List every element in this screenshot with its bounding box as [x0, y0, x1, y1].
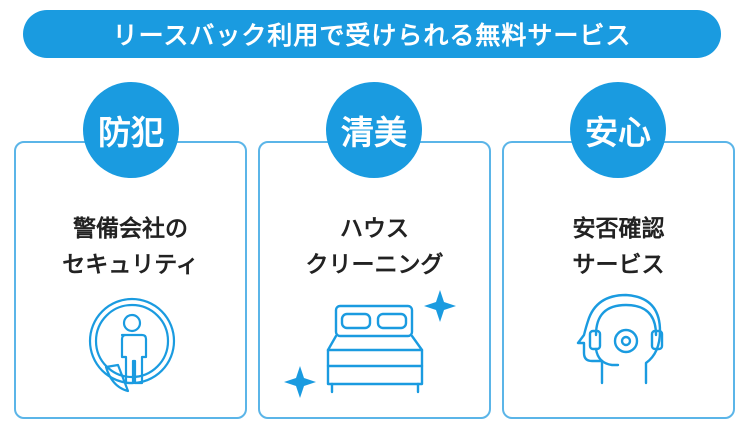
page-title: リースバック利用で受けられる無料サービス — [112, 21, 632, 50]
card-text-line: サービス — [572, 252, 665, 278]
card-text-line: 警備会社の — [73, 216, 188, 242]
card-text-line: ハウス — [340, 216, 409, 242]
card-text-line: 安否確認 — [572, 216, 665, 242]
badge-label: 安心 — [585, 113, 651, 152]
card-description: 安否確認 サービス — [504, 211, 733, 283]
badge-safety: 安心 — [570, 82, 666, 178]
card-description: 警備会社の セキュリティ — [16, 211, 245, 283]
badge-security: 防犯 — [83, 82, 179, 178]
title-banner: リースバック利用で受けられる無料サービス — [23, 10, 721, 58]
card-description: ハウス クリーニング — [260, 211, 489, 283]
card-text-line: クリーニング — [305, 252, 444, 278]
security-guard-icon — [88, 297, 176, 393]
service-card-security: 警備会社の セキュリティ — [14, 141, 247, 419]
headset-operator-icon — [576, 293, 664, 385]
badge-label: 清美 — [341, 113, 407, 152]
badge-cleaning: 清美 — [326, 82, 422, 178]
badge-label: 防犯 — [98, 113, 164, 152]
sparkling-bed-icon — [284, 290, 456, 398]
service-card-safety: 安否確認 サービス — [502, 141, 735, 419]
card-text-line: セキュリティ — [62, 252, 199, 278]
service-card-cleaning: ハウス クリーニング — [258, 141, 491, 419]
